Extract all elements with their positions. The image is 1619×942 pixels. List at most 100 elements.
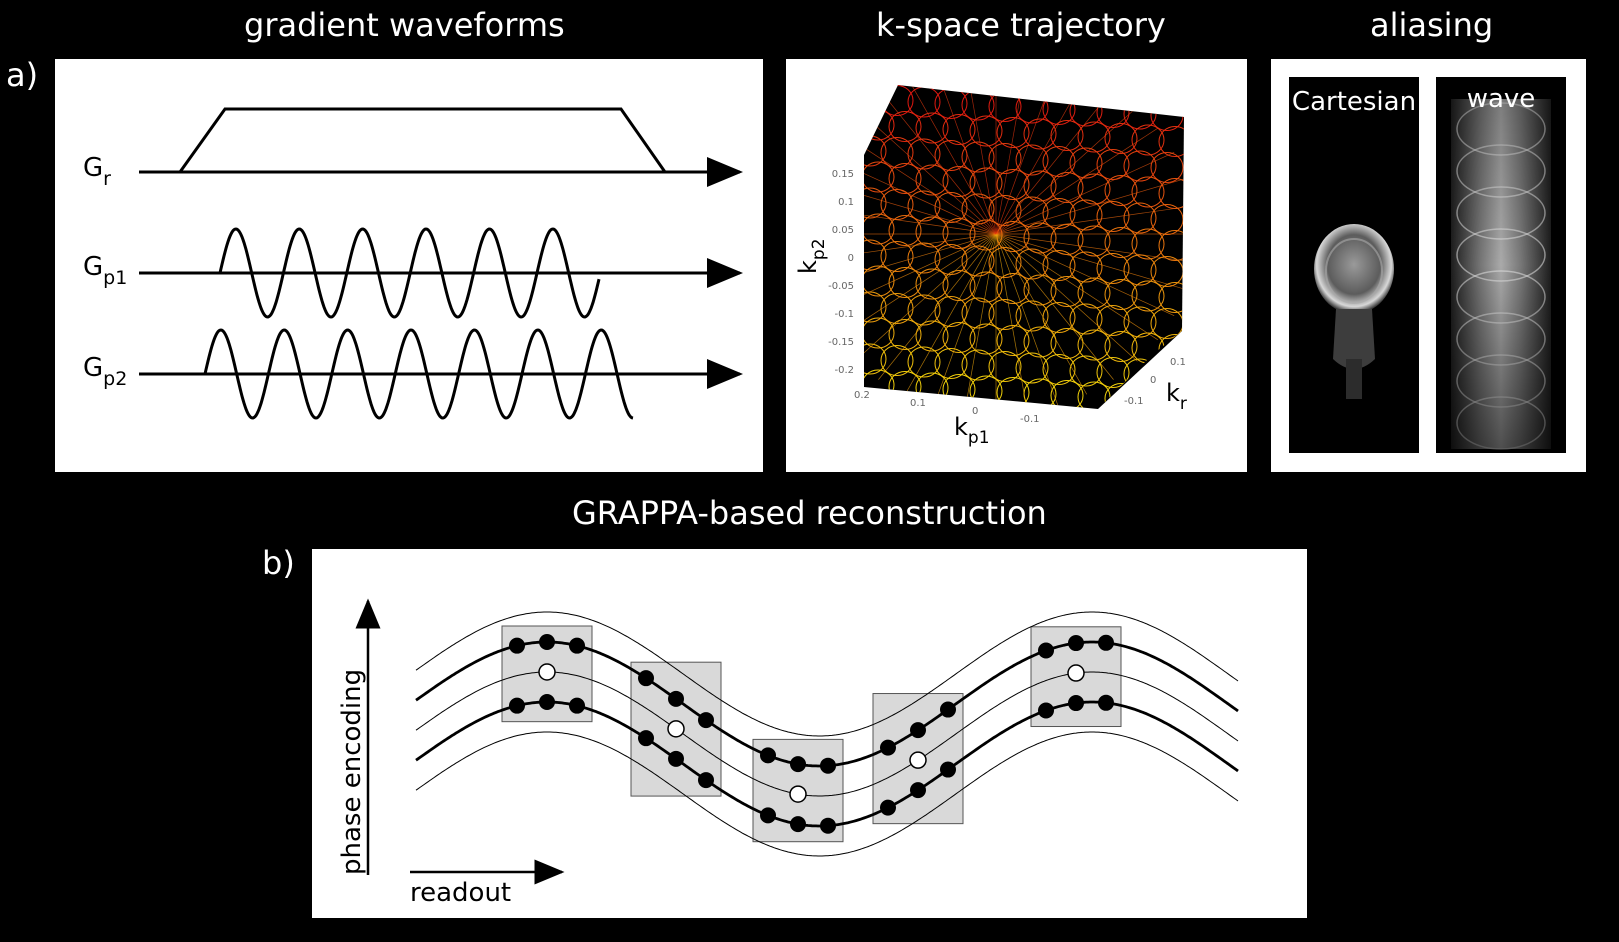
trajectory-loop [1131, 124, 1165, 156]
acquired-sample-dot [1098, 694, 1114, 711]
cartesian-brain [1314, 224, 1394, 399]
svg-text:kp2: kp2 [794, 238, 829, 274]
acquired-sample-dot [509, 697, 525, 714]
trajectory-loop [969, 271, 1003, 303]
missing-sample-dot [789, 785, 807, 803]
gp2-label: Gp2 [83, 353, 127, 390]
acquired-sample-dot [760, 747, 776, 764]
x-tick: 0 [972, 406, 978, 417]
trajectory-loop [1023, 274, 1057, 306]
kp2-axis-label: kp2 [794, 238, 829, 274]
trajectory-loop [1150, 204, 1184, 235]
trajectory-loop [1131, 228, 1165, 260]
trajectory-loop [969, 323, 1003, 355]
trajectory-loop [864, 85, 887, 115]
trajectory-loop [934, 296, 968, 327]
trajectory-loop [1123, 150, 1157, 182]
trajectory-loop [864, 161, 895, 193]
trajectory-spoke [995, 233, 1088, 395]
trajectory-loop [961, 141, 995, 173]
acquired-sample-dot [638, 730, 654, 747]
trajectory-spoke [878, 88, 997, 235]
trajectory-loop [1077, 225, 1111, 257]
trajectory-loop [942, 166, 976, 197]
gp1-label: Gp1 [83, 252, 127, 289]
trajectory-spoke [904, 85, 997, 235]
acquired-sample-dot [1068, 635, 1084, 652]
trajectory-loop [1123, 306, 1157, 338]
trajectory-loop [1050, 276, 1084, 307]
trajectory-loop [1069, 199, 1103, 231]
x-tick: -0.1 [1020, 414, 1040, 425]
trajectory-loop [915, 112, 949, 144]
acquired-sample-dot [760, 807, 776, 824]
sampling-line-thin [415, 611, 1239, 737]
z-tick: -0.1 [1124, 396, 1144, 407]
missing-sample-dot [909, 751, 927, 769]
trajectory-loop [996, 117, 1030, 148]
acquired-sample-dot [1098, 634, 1114, 651]
z-tick: 0 [1150, 375, 1156, 386]
trajectory-loop [915, 320, 949, 352]
grappa-panel: phase encoding readout [312, 549, 1307, 918]
trajectory-spoke [904, 233, 997, 395]
trajectory-spoke [864, 106, 997, 235]
missing-sample-dot [538, 663, 556, 681]
trajectory-spoke [933, 233, 997, 406]
acquired-sample-dot [698, 772, 714, 789]
acquired-sample-dot [569, 697, 585, 714]
kspace-trajectory-plot: kp2 kp1 kr 0.15 0.1 0.05 0 -0.05 -0.1 -0… [794, 85, 1187, 448]
trajectory-loop [864, 213, 895, 245]
trajectory-loop [1096, 149, 1130, 180]
y-tick: 0.1 [838, 197, 854, 208]
trajectory-spoke [933, 85, 997, 235]
acquired-sample-dot [880, 799, 896, 816]
trajectory-loop [1077, 329, 1111, 361]
acquired-sample-dot [910, 782, 926, 799]
y-tick: 0.05 [832, 225, 854, 236]
wave-label: wave [1467, 84, 1536, 114]
trajectory-loop [988, 351, 1022, 382]
trajectory-loop [1077, 277, 1111, 309]
panel-a-label: a) [6, 56, 39, 94]
trajectory-spoke [864, 151, 997, 235]
wave-aliased-pattern [1436, 77, 1566, 453]
trajectory-loop [1104, 331, 1138, 362]
gradient-waveforms-panel: Gr Gp1 Gp2 [55, 59, 763, 472]
acquired-sample-dot [668, 690, 684, 707]
trajectory-loop [888, 163, 922, 194]
y-tick: -0.1 [834, 309, 854, 320]
trajectory-loop [942, 322, 976, 353]
trajectory-loop [1123, 202, 1157, 234]
trajectory-loop [988, 143, 1022, 174]
kspace-trajectory-title: k-space trajectory [876, 6, 1166, 44]
trajectory-spoke [864, 233, 997, 263]
trajectory-loop [1015, 352, 1049, 384]
trajectory-loop [942, 218, 976, 249]
x-tick: 0.2 [854, 390, 870, 401]
trajectory-spoke [995, 88, 1114, 235]
trajectory-loop [880, 241, 914, 272]
trajectory-loop [888, 111, 922, 142]
trajectory-loop [1077, 381, 1111, 409]
kr-axis-label: kr [1166, 379, 1187, 414]
acquired-sample-dot [940, 761, 956, 778]
readout-label: readout [410, 878, 511, 908]
trajectory-spoke [864, 127, 997, 235]
trajectory-loop [1050, 172, 1084, 203]
aliasing-images: Cartesian wave [1289, 77, 1566, 453]
kp1-axis-label: kp1 [954, 413, 990, 448]
x-tick: 0.1 [910, 398, 926, 409]
acquired-sample-dot [880, 739, 896, 756]
trajectory-spoke [864, 178, 997, 235]
trajectory-spoke [995, 233, 1059, 406]
trajectory-loop [996, 273, 1030, 304]
y-tick: 0.15 [832, 169, 854, 180]
cartesian-label: Cartesian [1292, 87, 1416, 117]
trajectory-loop [996, 325, 1030, 356]
missing-sample-dot [1067, 664, 1085, 682]
trajectory-loop [1023, 326, 1057, 358]
trajectory-loop [961, 193, 995, 225]
acquired-sample-dot [820, 757, 836, 774]
trajectory-spoke [995, 233, 1114, 380]
